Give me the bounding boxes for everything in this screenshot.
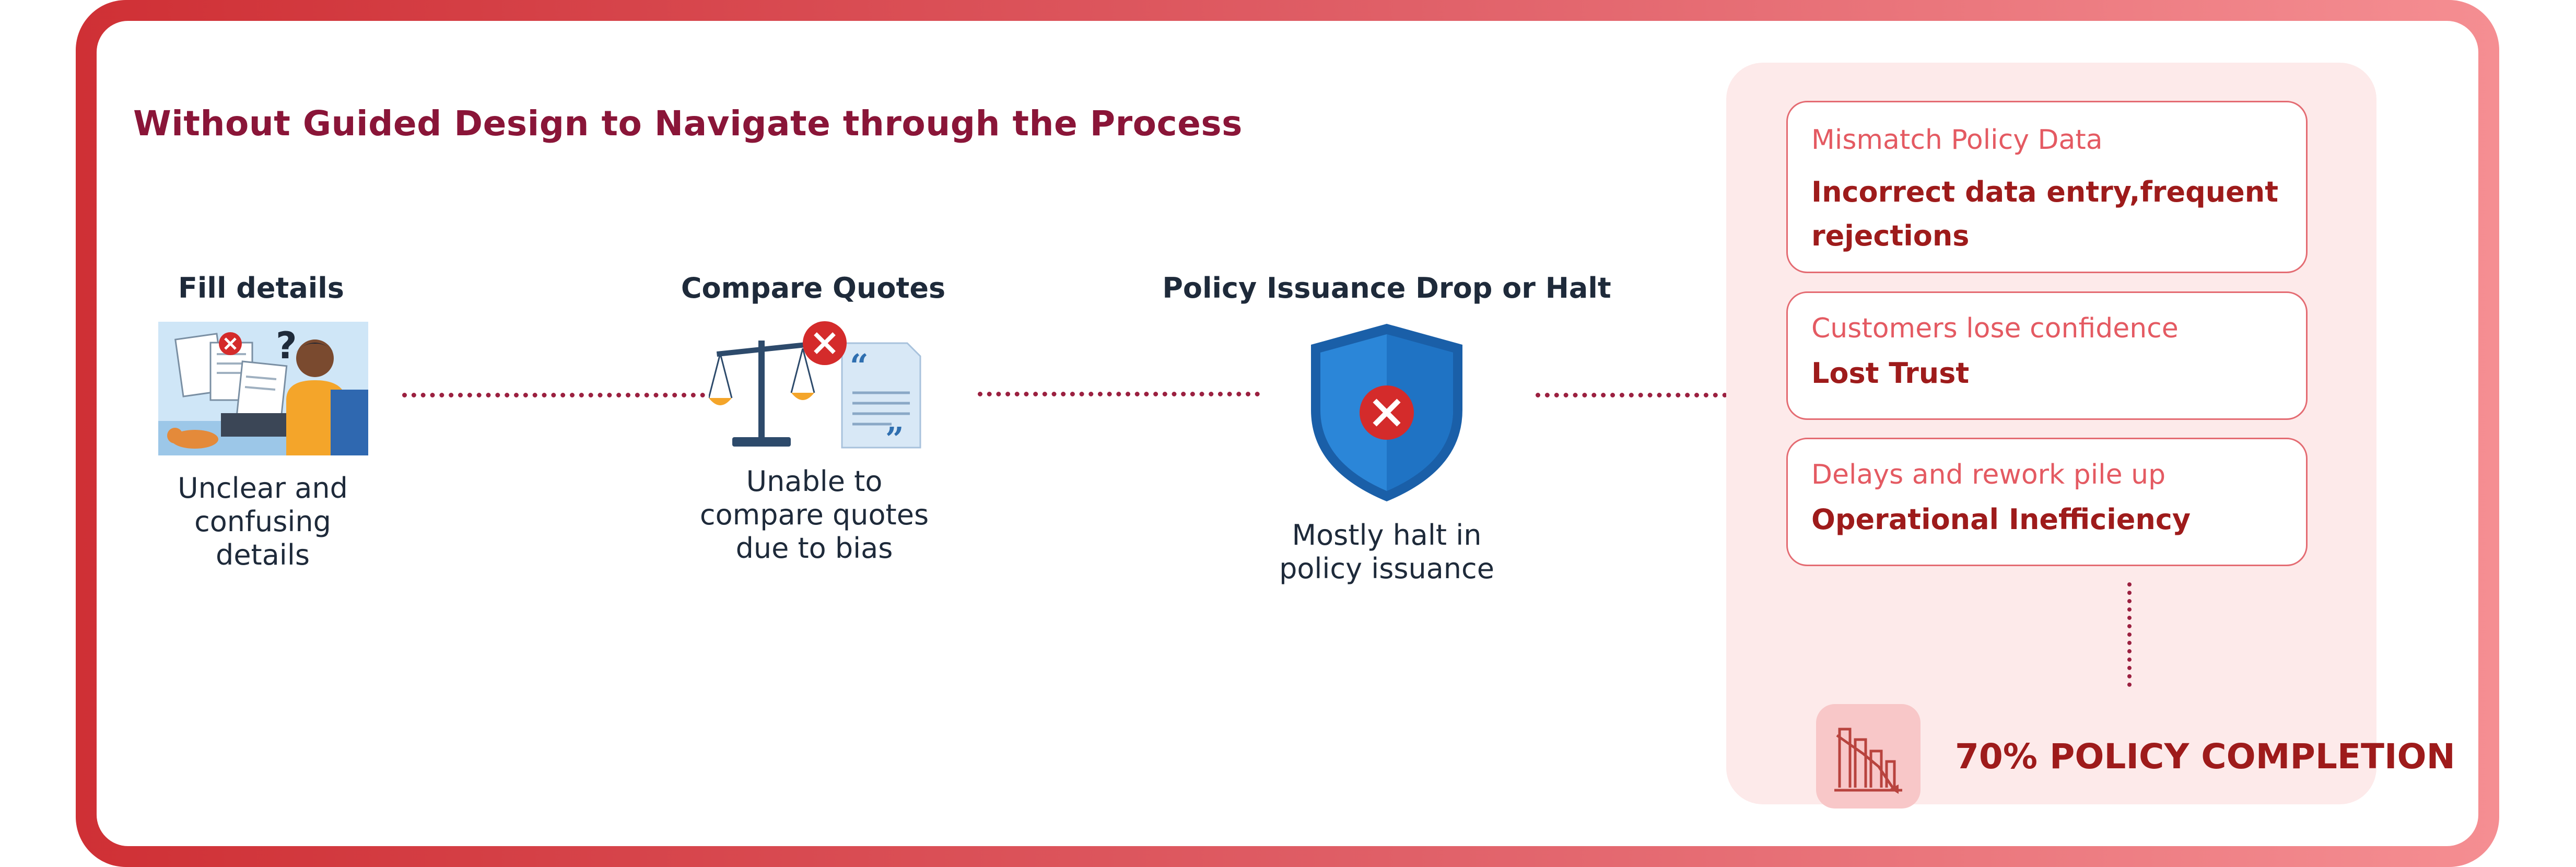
- step-policy-issuance-desc: Mostly halt in policy issuance: [1279, 519, 1494, 585]
- card-subtitle: Mismatch Policy Data: [1811, 124, 2103, 156]
- step-fill-details-desc: Unclear and confusing details: [178, 472, 348, 571]
- svg-text:“: “: [850, 347, 869, 385]
- svg-text:?: ?: [276, 324, 297, 367]
- card-operational-inefficiency: Delays and rework pile up Operational In…: [1786, 438, 2308, 566]
- card-main-text: Operational Inefficiency: [1811, 503, 2191, 536]
- step-compare-quotes-title: Compare Quotes: [681, 272, 946, 304]
- page-title: Without Guided Design to Navigate throug…: [133, 103, 1243, 144]
- connector-3: [1536, 393, 1802, 397]
- step-compare-quotes-desc: Unable to compare quotes due to bias: [699, 465, 929, 565]
- declining-chart-icon: [1816, 704, 1921, 809]
- svg-text:”: ”: [885, 420, 904, 455]
- policy-completion-label: 70% POLICY COMPLETION: [1955, 736, 2455, 777]
- confused-person-with-documents-icon: ?: [158, 322, 368, 455]
- shield-error-icon: [1306, 321, 1468, 504]
- card-mismatch-policy-data: Mismatch Policy Data Incorrect data entr…: [1786, 101, 2308, 273]
- vertical-connector: [2127, 582, 2132, 687]
- card-main-text: Incorrect data entry,frequent rejections: [1811, 175, 2279, 252]
- step-fill-details-title: Fill details: [178, 272, 344, 304]
- balance-scale-quote-error-icon: “ ”: [708, 320, 928, 458]
- card-subtitle: Delays and rework pile up: [1811, 459, 2166, 490]
- step-policy-issuance-title: Policy Issuance Drop or Halt: [1162, 272, 1611, 304]
- connector-2: [978, 392, 1260, 396]
- card-subtitle: Customers lose confidence: [1811, 313, 2179, 344]
- card-main-text: Lost Trust: [1811, 357, 1970, 390]
- connector-1: [402, 393, 705, 397]
- card-lost-trust: Customers lose confidence Lost Trust: [1786, 291, 2308, 420]
